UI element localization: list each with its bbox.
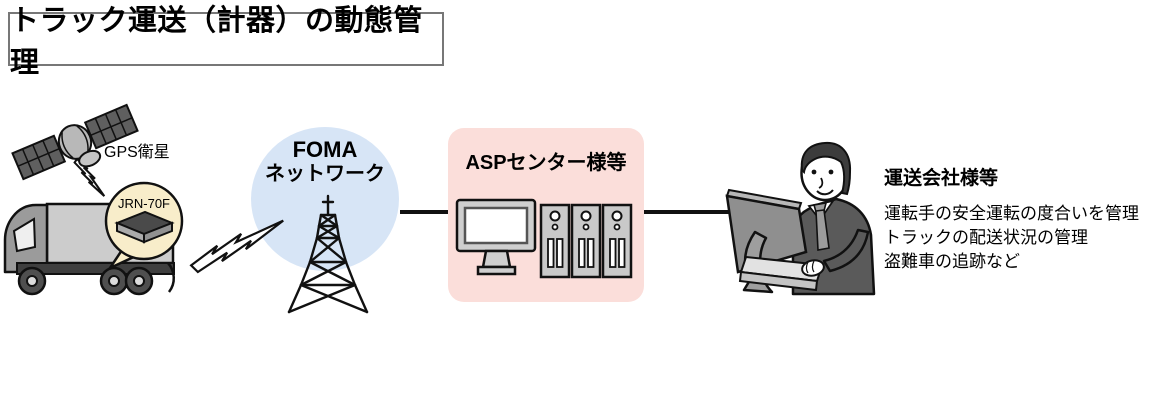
- company-point: トラックの配送状況の管理: [884, 228, 1088, 247]
- company-point: 盗難車の追跡など: [884, 252, 1020, 271]
- hair: [800, 141, 852, 196]
- signal-bolt-network-icon: [189, 219, 284, 274]
- device-icon: [114, 210, 175, 244]
- foma-network-circle: [251, 127, 399, 271]
- device-balloon: [104, 181, 184, 272]
- arm: [822, 228, 870, 273]
- keyboard-icon: [738, 255, 824, 292]
- operator-illustration: [725, 141, 876, 296]
- page-title-text: トラック運送（計器）の動態管理: [10, 5, 424, 79]
- foma-network-name: FOMA: [292, 137, 358, 162]
- radio-tower-icon: [287, 194, 369, 314]
- gps-satellite-icon: [11, 103, 139, 181]
- signal-bolt-satellite-icon: [73, 157, 106, 197]
- company-point: 運転手の安全運転の度合いを管理: [884, 204, 1139, 223]
- page-title: トラック運送（計器）の動態管理: [8, 5, 444, 79]
- gps-satellite-label: GPS衛星: [104, 144, 170, 161]
- company-points: 運転手の安全運転の度合いを管理 トラックの配送状況の管理 盗難車の追跡など: [884, 202, 1146, 274]
- asp-center-label: ASPセンター様等: [465, 152, 627, 174]
- foma-network-name2: ネットワーク: [265, 163, 385, 185]
- asp-monitor-icon: [455, 198, 537, 276]
- company-heading: 運送会社様等: [884, 168, 999, 189]
- asp-server-rack-icon: [539, 203, 633, 279]
- company-text-block: 運送会社様等 運転手の安全運転の度合いを管理 トラックの配送状況の管理 盗難車の…: [884, 163, 1146, 274]
- foma-network-label: FOMA ネットワーク: [251, 137, 399, 187]
- device-model-label: JRN-70F: [117, 196, 170, 211]
